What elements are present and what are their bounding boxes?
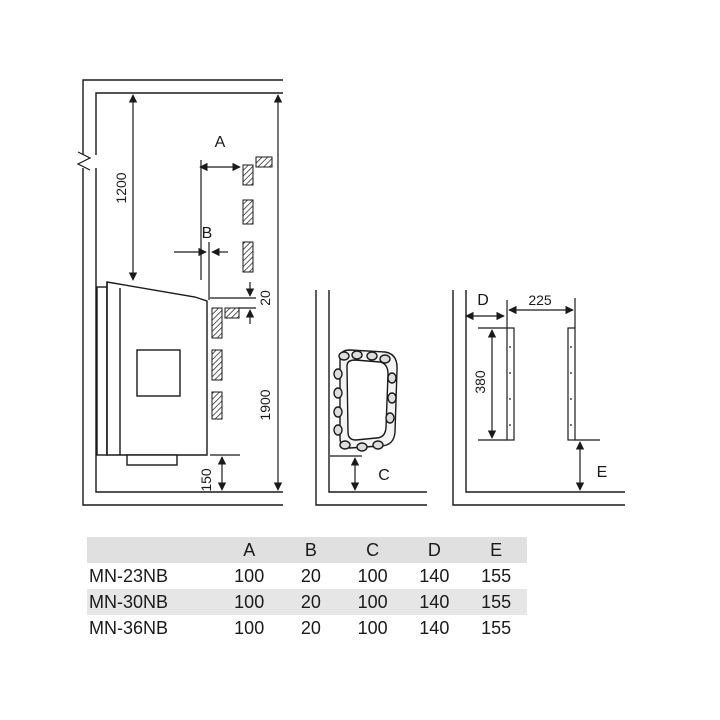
dim-line-c [330,455,362,491]
table-cell-model: MN-36NB [89,617,169,638]
dim-line-380 [478,327,507,441]
table-cell: 100 [234,565,265,586]
dim-line-225 [508,298,576,328]
label-e: E [597,464,608,481]
label-c: C [378,467,390,484]
room-outline [76,79,283,506]
label-b: B [202,225,213,242]
dim-label-380: 380 [472,370,488,394]
table-cell: 100 [357,565,388,586]
table-cell: 20 [300,565,321,586]
dim-label-225: 225 [528,292,552,308]
dim-line-e [575,439,600,491]
table-cell: 155 [481,565,512,586]
dim-label-1200: 1200 [113,172,129,203]
dim-line-150 [210,454,240,491]
table-cell: 155 [481,617,512,638]
table-cell: 100 [357,591,388,612]
dim-line-a [199,160,241,280]
table-header-cell: A [243,539,256,560]
wall-corner-d [452,290,625,506]
heater-body [96,281,208,466]
table-cell: 140 [419,591,450,612]
table-header-model [87,537,218,563]
table-row: MN-36NB 100 20 100 140 155 [87,615,527,641]
table-header-cell: E [490,539,503,560]
mounting-rack [506,327,576,441]
table-cell-model: MN-23NB [89,565,169,586]
table-row: MN-23NB 100 20 100 140 155 [87,563,527,589]
dim-line-b [174,242,228,300]
table-cell: 100 [357,617,388,638]
table-cell: 155 [481,591,512,612]
stone-basket [333,349,398,452]
table-cell: 140 [419,565,450,586]
table-header-row: A B C D E [87,537,527,563]
table-cell: 100 [234,617,265,638]
wall-corner-c [315,290,427,506]
table-row: MN-30NB 100 20 100 140 155 [87,589,527,615]
label-d: D [477,292,489,309]
table-cell: 100 [234,591,265,612]
dim-line-20 [210,282,256,324]
dim-line-d [465,300,508,328]
installation-diagram: 1200 1900 A B [76,79,625,506]
table-cell: 140 [419,617,450,638]
spec-table: A B C D E MN-23NB 100 20 100 140 155 MN-… [87,537,527,641]
wall-brackets-upper [242,156,273,273]
dim-label-20: 20 [257,290,273,306]
wall-brackets-lower [211,307,240,420]
dim-label-1900: 1900 [257,389,273,420]
table-header-cell: B [304,539,317,560]
table-cell: 20 [300,591,321,612]
table-cell: 20 [300,617,321,638]
table-cell-model: MN-30NB [89,591,169,612]
table-header-cell: D [427,539,441,560]
label-a: A [215,134,226,151]
table-header-cell: C [366,539,380,560]
dim-label-150: 150 [198,468,214,492]
